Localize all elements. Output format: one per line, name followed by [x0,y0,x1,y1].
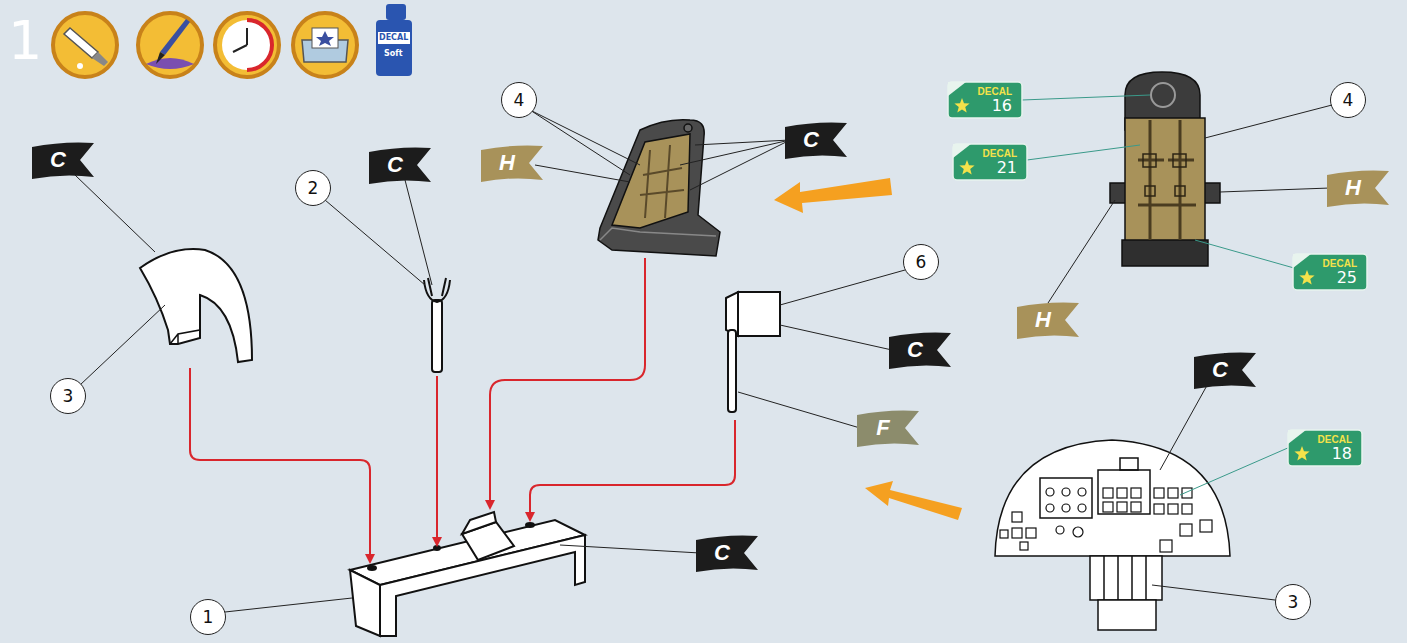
callout-number: 3 [50,378,86,414]
callout-text: 1 [203,609,214,626]
paint-code: C [803,129,819,151]
decal-icon [293,13,357,77]
decal-word: DECAL [1323,259,1357,269]
callout-number: 3 [1275,584,1311,620]
detail-arrow [774,178,962,520]
part-6-box [726,292,780,412]
paint-flag: C [696,536,758,570]
callout-number: 6 [903,244,939,280]
decal-leader [1022,95,1294,495]
paint-code: C [387,154,403,176]
time-icon [215,13,279,77]
decal-number: 16 [992,98,1012,114]
decal-badge: DECAL18 [1288,430,1362,466]
decal-word: DECAL [983,149,1017,159]
part-3-shape [140,249,252,362]
callout-number: 4 [1330,82,1366,118]
paint-flag: C [785,123,847,157]
paint-flag: H [1017,303,1079,337]
callout-number: 4 [501,82,537,118]
bottle-label: Soft [384,50,403,58]
decal-number: 25 [1337,270,1357,286]
paint-flag: C [32,143,94,177]
decal-badge: DECAL21 [953,144,1027,180]
paint-code: C [1212,359,1228,381]
paint-flag: H [1327,171,1389,205]
paint-code: C [50,149,66,171]
paint-icon [138,13,202,77]
paint-code: H [1035,309,1051,331]
bottle-label: DECAL [379,34,408,42]
paint-code: C [907,339,923,361]
callout-text: 2 [308,180,319,197]
paint-flag: C [1194,353,1256,387]
callout-text: 4 [514,92,525,109]
callout-number: 2 [295,170,331,206]
leader-line [75,105,1332,612]
callout-number: 1 [190,599,226,635]
callout-text: 3 [1288,594,1299,611]
assembly-arrow [190,258,735,562]
paint-code: F [876,417,889,439]
base-part-1 [350,512,585,636]
seat-part [598,120,720,256]
decal-word: DECAL [1318,435,1352,445]
paint-flag: H [481,146,543,180]
decal-badge: DECAL25 [1293,254,1367,290]
decal-word: DECAL [978,87,1012,97]
glue-icon [53,13,117,77]
paint-code: H [499,152,515,174]
decal-number: 18 [1332,446,1352,462]
paint-code: C [714,542,730,564]
paint-flag: C [369,148,431,182]
step-number: 1 [8,14,42,68]
instrument-panel [995,440,1230,630]
decal-badge: DECAL16 [948,82,1022,118]
part-2-lever [424,278,450,372]
seat-detail [1110,72,1220,266]
callout-text: 4 [1343,92,1354,109]
paint-flag: F [857,411,919,445]
decal-number: 21 [997,160,1017,176]
callout-text: 3 [63,388,74,405]
paint-code: H [1345,177,1361,199]
paint-flag: C [889,333,951,367]
callout-text: 6 [916,254,927,271]
decal-soft-bottle [376,4,412,76]
